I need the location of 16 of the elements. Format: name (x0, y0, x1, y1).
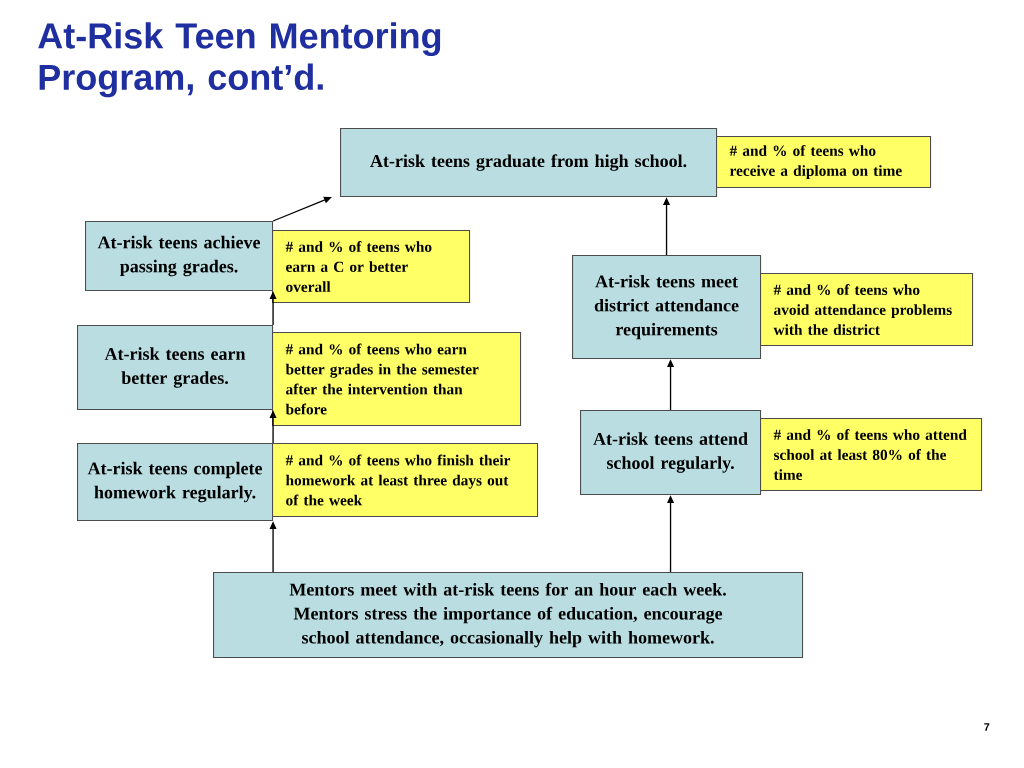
outcome-box: At-risk teens graduate from high school. (340, 128, 718, 198)
indicator-box: # and % of teens who finish their homework at least three days out of the week (272, 443, 539, 518)
outcome-box: At-risk teens complete homework regularly. (77, 443, 274, 522)
indicator-box: # and % of teens who attend school at least 80% of the time (760, 418, 983, 492)
indicator-box: # and % of teens who earn a C or better overall (272, 230, 471, 304)
arrow (272, 196, 332, 222)
title: At-Risk Teen Mentoring Program, cont’d. (38, 22, 441, 98)
outcome-box: At-risk teens attend school regularly. (580, 410, 762, 496)
outcome-box: Mentors meet with at-risk teens for an hour each week. Mentors stress the importance of education, encourage school attendance, occasionally help with homework. (213, 572, 804, 659)
indicator-box: # and % of teens who earn better grades in the semester after the intervention than before (272, 332, 522, 427)
indicator-box: # and % of teens who receive a diploma on time (716, 136, 932, 189)
indicator-box: # and % of teens who avoid attendance problems with the district (760, 273, 974, 347)
outcome-box: At-risk teens earn better grades. (77, 325, 274, 411)
page-number: 7 (984, 723, 990, 731)
outcome-box: At-risk teens achieve passing grades. (85, 221, 274, 292)
outcome-box: At-risk teens meet district attendance requirements (572, 255, 762, 360)
